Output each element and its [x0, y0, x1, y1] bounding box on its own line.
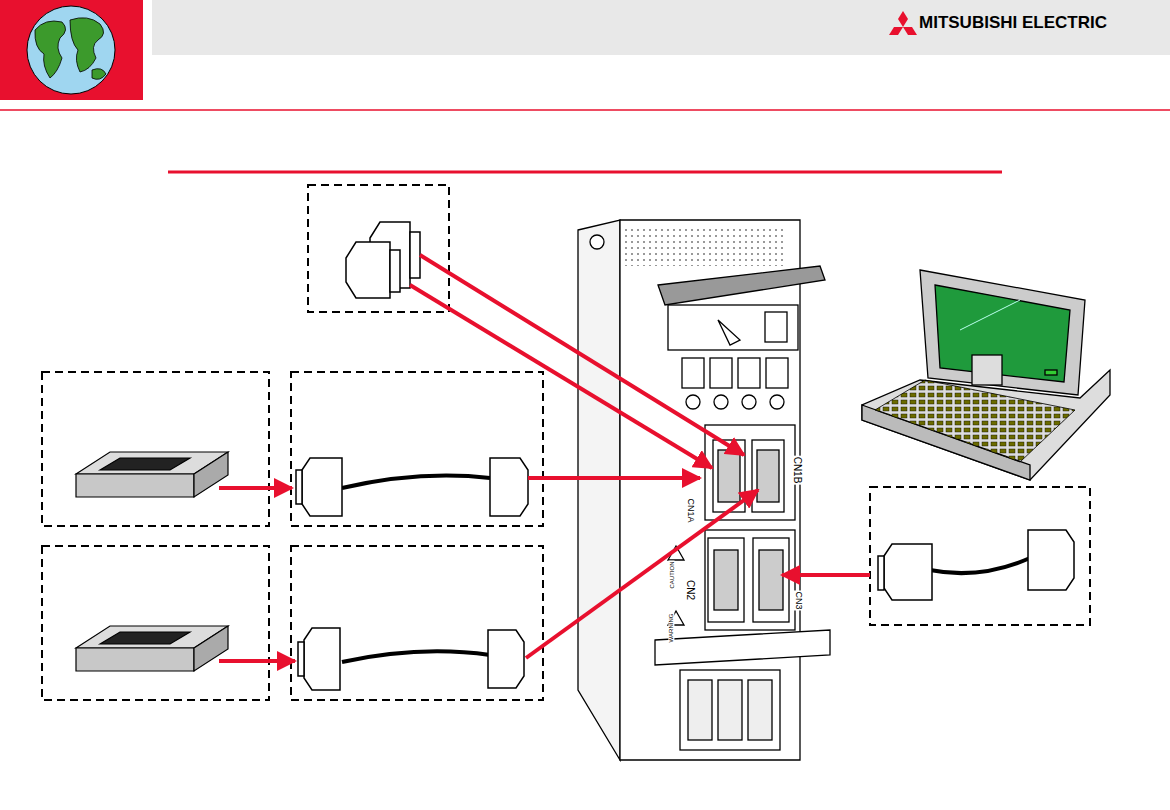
connector-label: CN2: [685, 579, 695, 601]
servo-amplifier: [578, 220, 830, 760]
header-rule: [0, 109, 1170, 111]
title-rule: [168, 171, 1002, 174]
header-bar: [152, 0, 1170, 55]
brand-name: MITSUBISHI ELECTRIC: [919, 14, 1107, 31]
terminal-blocks: [76, 452, 228, 671]
three-diamonds-logo: [889, 11, 917, 35]
connector-label: CN1B: [792, 456, 802, 485]
connector-label: CN1A: [685, 497, 694, 523]
globe-icon: [27, 6, 115, 94]
connection-arrows: [219, 255, 870, 661]
warning-tag: WARNING: [668, 613, 674, 644]
laptop-computer: [862, 270, 1110, 480]
warning-tag: CAUTION: [668, 561, 674, 590]
dashed-groups: [42, 185, 1090, 700]
connector-plugs: [346, 222, 420, 298]
connector-label: CN3: [793, 590, 802, 610]
logo-panel: [0, 0, 143, 100]
